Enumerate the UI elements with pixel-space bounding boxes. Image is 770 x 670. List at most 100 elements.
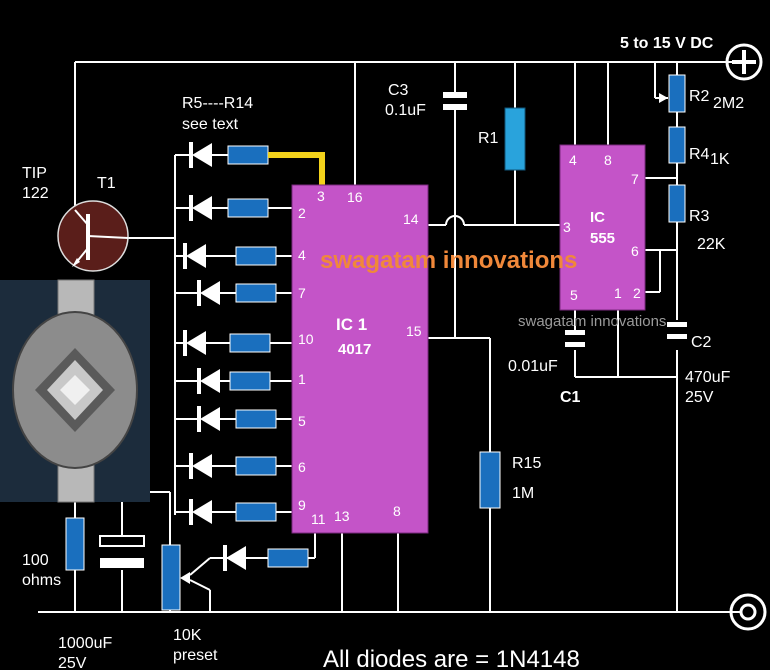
ic-555-pin-1: 1 [614,285,622,301]
resistor-r7 [235,246,277,266]
c2-voltage: 25V [685,389,714,406]
diode [192,143,212,167]
ic-4017-body [291,184,429,534]
r1-name: R1 [478,130,499,147]
ic-555-pin-4: 4 [569,152,577,168]
c2-name: C2 [691,334,712,351]
r15-value: 1M [512,485,534,502]
c2-value: 470uF [685,369,731,386]
r15-name: R15 [512,455,541,472]
ic-4017-pin-8: 8 [393,503,401,519]
ic-4017-pin-6: 6 [298,459,306,475]
transistor-t1 [57,200,129,272]
diode-cathode-bar [183,243,187,269]
resistor-r10 [229,371,271,391]
ic-555-pin-3: 3 [563,219,571,235]
watermark-main: swagatam innovations [320,247,577,274]
resistor-r13 [235,502,277,522]
c1-name: C1 [560,389,581,406]
resistor-r1 [504,107,526,171]
ic-4017-pin-13: 13 [334,508,350,524]
diode-cathode-bar [197,406,201,432]
ic-4017-pin-1: 1 [298,371,306,387]
preset-wiper-arrow [180,572,190,584]
ic-555-pin-2: 2 [633,285,641,301]
diode-cathode-bar [183,330,187,356]
r4-name: R4 [689,146,710,163]
diode [186,244,206,268]
wires [38,61,740,613]
ic-4017-pin-14: 14 [403,211,419,227]
ic-555-line2: 555 [590,230,615,247]
diode [192,454,212,478]
cap-big-value: 1000uF [58,635,112,652]
ic-4017-pin-16: 16 [347,189,363,205]
resistor-r15 [479,451,501,509]
diode-cathode-bar [223,545,227,571]
preset-10k [161,544,181,611]
ic-4017-line2: 4017 [338,341,371,358]
resistor-bank-subtitle: see text [182,116,239,133]
r2-wiper-arrow [659,93,668,103]
diode-cathode-bar [189,195,193,221]
r2-name: R2 [689,88,710,105]
ic-4017-pin-2: 2 [298,205,306,221]
resistor-r11 [235,409,277,429]
diode [226,546,246,570]
diode-cathode-bar [189,499,193,525]
ic-555-pin-8: 8 [604,152,612,168]
resistor-r3 [668,184,686,223]
r-motor-value: 100 [22,552,49,569]
r3-name: R3 [689,208,710,225]
r-motor-unit: ohms [22,572,61,589]
resistor-r12 [235,456,277,476]
resistor-r6 [227,198,269,218]
diode-cathode-bar [197,280,201,306]
diode [186,331,206,355]
c3-name: C3 [388,82,409,99]
diode [200,369,220,393]
resistor-r4 [668,126,686,164]
ic-4017-pin-5: 5 [298,413,306,429]
motor [0,279,150,503]
preset-value: 10K [173,627,202,644]
cap-big-voltage: 25V [58,655,87,670]
c3-value: 0.1uF [385,102,426,119]
c1-value: 0.01uF [508,358,558,375]
ic-4017-pin-3: 3 [317,188,325,204]
r4-value: 1K [710,151,730,168]
diode [192,196,212,220]
diode-cathode-bar [189,453,193,479]
capacitor-c1 [565,330,585,347]
diode-cathode-bar [189,142,193,168]
capacitor-1000uf [99,535,145,568]
positive-terminal [725,43,763,81]
ic-4017-pin-15: 15 [406,323,422,339]
ic-555-line1: IC [590,209,605,226]
footer-note: All diodes are = 1N4148 [323,646,580,670]
ic-4017-pin-10: 10 [298,331,314,347]
resistor-r9 [229,333,271,353]
highlight-wire [268,152,325,185]
watermark-small: swagatam innovations [518,313,666,330]
transistor-type: TIP [22,165,47,182]
transistor-designator: T1 [97,175,116,192]
ic-4017-pin-9: 9 [298,497,306,513]
ic-555-pin-5: 5 [570,287,578,303]
ic-4017-pin-7: 7 [298,285,306,301]
resistor-r2 [668,74,686,113]
capacitor-c2 [667,322,687,339]
ic-4017-pin-4: 4 [298,247,306,263]
resistor-r14 [267,548,309,568]
capacitor-c3 [443,92,467,110]
r3-value: 22K [697,236,726,253]
diode [192,500,212,524]
transistor-number: 122 [22,185,49,202]
resistor-r5 [227,145,269,165]
resistor-100-ohm [65,517,85,571]
resistor-bank-title: R5----R14 [182,95,253,112]
ground-terminal [729,593,767,631]
r2-value: 2M2 [713,95,744,112]
